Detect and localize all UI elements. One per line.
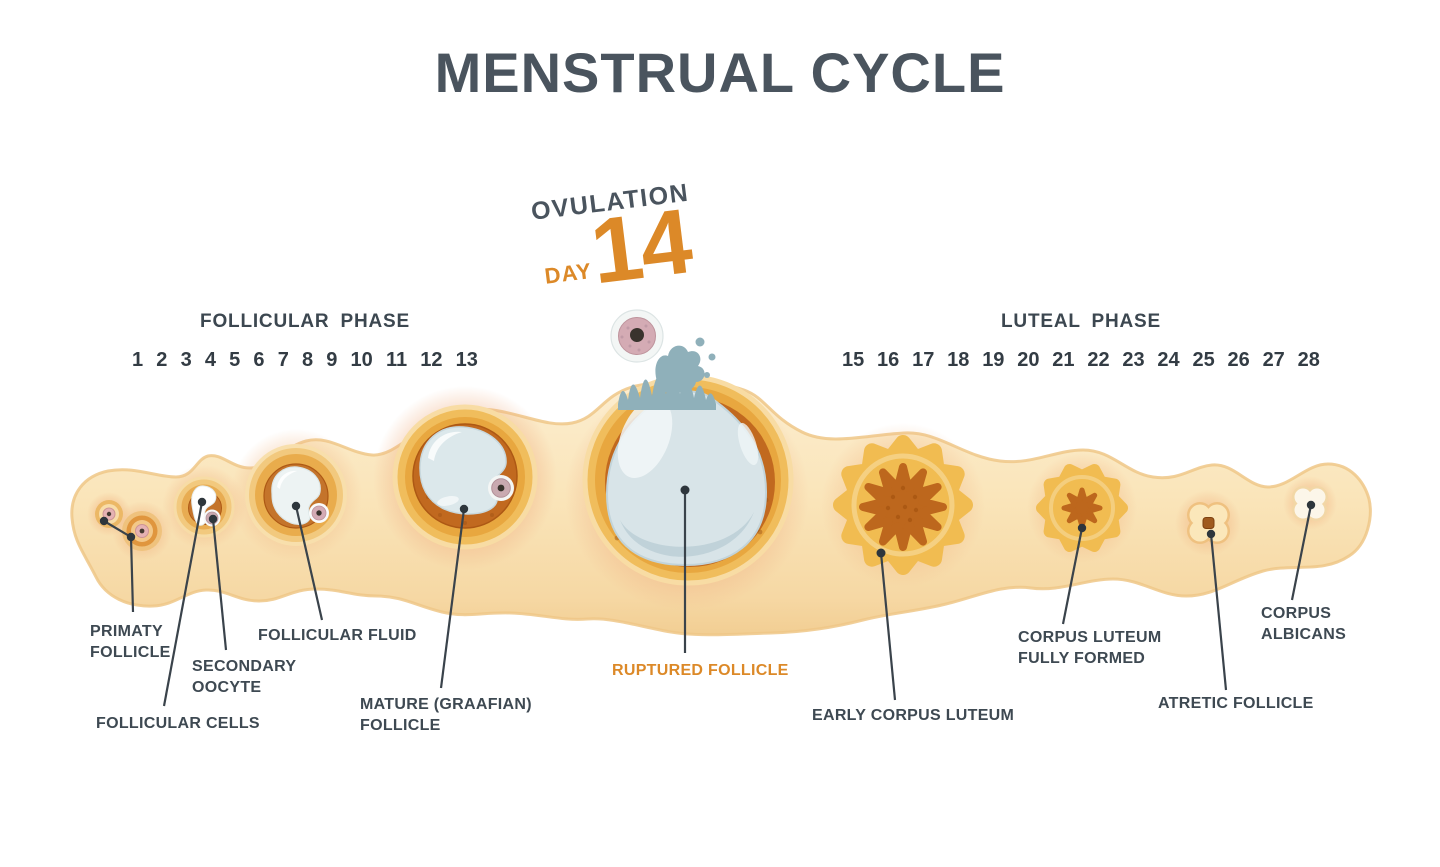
- released-ovum: [610, 309, 664, 363]
- label-follicular-cells: FOLLICULAR CELLS: [96, 715, 260, 732]
- pointer-follicular-cells: [162, 501, 204, 707]
- day-number: 22: [1087, 349, 1110, 371]
- day-number: 17: [912, 349, 935, 371]
- day-number: 26: [1227, 349, 1250, 371]
- luteum-highlight: [1049, 475, 1115, 541]
- ruptured-follicle: [582, 309, 794, 586]
- follicular-fluid-blob: [419, 426, 507, 515]
- pointer-corpus-albicans: [1290, 504, 1313, 601]
- sac-shine-2: [737, 422, 759, 466]
- day-number: 6: [253, 349, 265, 371]
- atretic-follicle: [1187, 502, 1230, 544]
- label-mature-follicle: MATURE (GRAAFIAN) FOLLICLE: [360, 696, 532, 734]
- fluid-shine: [277, 470, 297, 489]
- secondary-follicle: [173, 476, 235, 538]
- sac-shine: [617, 398, 673, 478]
- nucleus: [106, 511, 112, 517]
- early-corpus-luteum: [833, 435, 973, 575]
- nucleus: [139, 528, 145, 534]
- pointer-mature-follicle: [439, 508, 466, 689]
- luteal-phase-title: LUTEAL PHASE: [1001, 311, 1161, 332]
- day-number: 5: [229, 349, 241, 371]
- label-follicular-fluid: FOLLICULAR FLUID: [258, 627, 417, 644]
- pointer-atretic-follicle: [1209, 533, 1228, 691]
- label-corpus-albicans: CORPUS ALBICANS: [1261, 605, 1347, 643]
- luteal-phase-days: 15 16 17 18 19 20 21 22 23 24 25 26 27 28: [842, 349, 1320, 372]
- label-secondary-oocyte: SECONDARY OOCYTE: [192, 658, 297, 696]
- corpus-albicans: [1292, 486, 1328, 521]
- luteum-core-texture: [885, 485, 919, 523]
- day-number: 25: [1192, 349, 1215, 371]
- ovum-nucleus: [630, 328, 644, 342]
- day-number: 18: [947, 349, 970, 371]
- page-title: MENSTRUAL CYCLE: [434, 41, 1006, 104]
- label-early-corpus-luteum: EARLY CORPUS LUTEUM: [812, 707, 1015, 724]
- day-number: 19: [982, 349, 1005, 371]
- luteum-core: [1061, 487, 1103, 529]
- mature-graafian-follicle: [392, 404, 538, 550]
- label-ruptured-follicle: RUPTURED FOLLICLE: [612, 662, 789, 679]
- day-number: 7: [277, 349, 289, 371]
- day-number: 1: [132, 349, 144, 371]
- day-number: 10: [350, 349, 373, 371]
- pointer-early-corpus-luteum: [879, 552, 897, 701]
- day-number: 8: [301, 349, 314, 371]
- day-number: 24: [1157, 349, 1180, 371]
- day-number: 20: [1017, 349, 1040, 371]
- fluid-sac-shade: [620, 512, 754, 557]
- day-number: 4: [204, 349, 216, 371]
- label-corpus-luteum-fully-formed: CORPUS LUTEUM FULLY FORMED: [1018, 629, 1162, 667]
- day-number: 3: [180, 349, 192, 371]
- label-atretic-follicle: ATRETIC FOLLICLE: [1158, 695, 1314, 712]
- day-number: 9: [326, 349, 338, 371]
- ovum-speckles: [620, 324, 651, 352]
- day-number: 28: [1297, 349, 1320, 371]
- day-number: 13: [455, 349, 478, 371]
- day-number: 15: [842, 349, 865, 371]
- atretic-core: [1202, 517, 1215, 529]
- nucleus: [316, 510, 322, 516]
- pointer-follicular-fluid: [294, 505, 324, 621]
- luteal-phase-block: LUTEAL PHASE 15 16 17 18 19 20 21 22 23 24 25 26 27 2…: [842, 311, 1320, 372]
- day-number: 2: [156, 349, 168, 371]
- pointer-dots: [99, 485, 1316, 558]
- day-number: 12: [420, 349, 443, 371]
- fluid-shine-2: [437, 496, 459, 506]
- day-number: 21: [1052, 349, 1075, 371]
- nucleus: [497, 484, 505, 492]
- early-antral-follicle: [245, 444, 347, 546]
- pointer-lines: [103, 490, 1313, 707]
- pointer-secondary-oocyte: [211, 518, 228, 651]
- luteum-highlight: [851, 453, 955, 557]
- fluid-shine: [428, 431, 462, 461]
- day-number: 11: [385, 349, 408, 371]
- follicular-phase-title: FOLLICULAR PHASE: [200, 311, 410, 332]
- day-number: 23: [1122, 349, 1145, 371]
- label-primary-follicle: PRIMATY FOLLICLE: [90, 623, 171, 661]
- primary-follicle-2: [122, 511, 162, 551]
- follicular-fluid-blob: [271, 466, 321, 525]
- day-number: 27: [1262, 349, 1285, 371]
- day-number: 16: [877, 349, 900, 371]
- corpus-luteum-fully-formed: [1036, 464, 1128, 552]
- pointer-corpus-luteum-fully-formed: [1061, 527, 1084, 625]
